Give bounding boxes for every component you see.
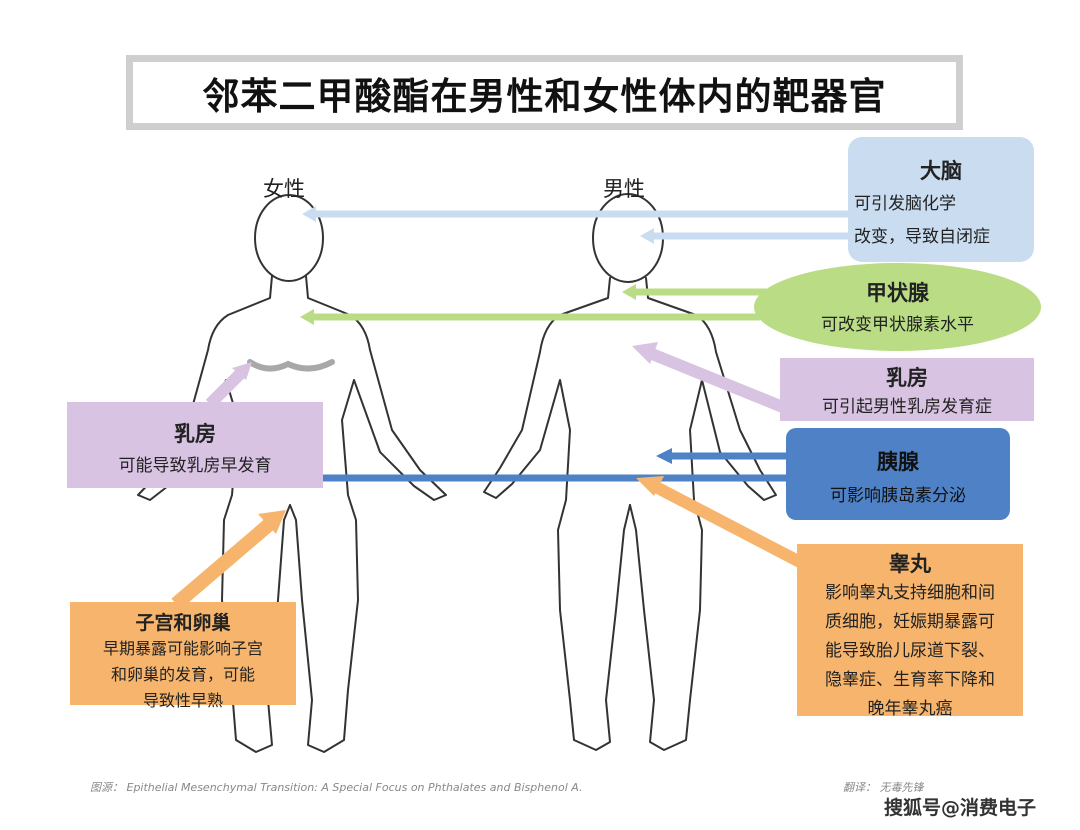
pancreas-heading: 胰腺 bbox=[877, 450, 919, 474]
male-body-outline bbox=[483, 193, 777, 751]
watermark: 搜狐号@消费电子 bbox=[884, 797, 1037, 819]
female-breast-marker bbox=[247, 359, 335, 372]
pancreas-text: 可影响胰岛素分泌 bbox=[830, 486, 966, 506]
brain-callout: 大脑 可引发脑化学 改变，导致自闭症 bbox=[848, 137, 1034, 262]
arrow-breast-male bbox=[632, 342, 793, 416]
uterus-ovary-callout: 子宫和卵巢 早期暴露可能影响子宫 和卵巢的发育，可能 导致性早熟 bbox=[70, 602, 296, 710]
arrow-uterus bbox=[171, 510, 286, 610]
thyroid-text: 可改变甲状腺素水平 bbox=[821, 315, 974, 335]
arrow-brain-female bbox=[302, 206, 850, 222]
female-head bbox=[254, 194, 324, 282]
male-torso-left bbox=[483, 277, 631, 751]
female-label: 女性 bbox=[263, 177, 305, 201]
female-breast-heading: 乳房 bbox=[174, 422, 216, 446]
arrow-pancreas-male bbox=[656, 448, 790, 464]
arrow-brain-male bbox=[640, 228, 850, 244]
uterus-heading: 子宫和卵巢 bbox=[135, 612, 231, 634]
arrow-breast-female bbox=[205, 362, 252, 409]
brain-text-1: 可引发脑化学 bbox=[854, 194, 956, 214]
testes-callout: 睾丸 影响睾丸支持细胞和间 质细胞，妊娠期暴露可 能导致胎儿尿道下裂、 隐睾症、… bbox=[797, 544, 1023, 719]
uterus-text-1: 早期暴露可能影响子宫 bbox=[102, 639, 263, 658]
male-breast-heading: 乳房 bbox=[886, 366, 928, 390]
female-torso-right bbox=[289, 275, 447, 753]
pancreas-callout: 胰腺 可影响胰岛素分泌 bbox=[786, 428, 1010, 520]
uterus-text-3: 导致性早熟 bbox=[142, 691, 223, 710]
male-label: 男性 bbox=[603, 177, 645, 201]
thyroid-callout: 甲状腺 可改变甲状腺素水平 bbox=[754, 263, 1041, 351]
arrow-testes bbox=[636, 476, 803, 568]
male-torso-right bbox=[629, 277, 777, 751]
thyroid-heading: 甲状腺 bbox=[866, 281, 929, 305]
page-title: 邻苯二甲酸酯在男性和女性体内的靶器官 bbox=[133, 62, 956, 123]
brain-heading: 大脑 bbox=[920, 159, 962, 183]
female-breast-text: 可能导致乳房早发育 bbox=[118, 456, 272, 476]
testes-text-1: 影响睾丸支持细胞和间 bbox=[825, 583, 995, 603]
arrow-thyroid-female bbox=[300, 309, 760, 325]
male-breast-callout: 乳房 可引起男性乳房发育症 bbox=[780, 358, 1034, 421]
uterus-text-2: 和卵巢的发育，可能 bbox=[110, 665, 255, 684]
translator-credit: 翻译： 无毒先锋 bbox=[843, 781, 924, 794]
testes-text-2: 质细胞，妊娠期暴露可 bbox=[825, 612, 995, 632]
male-breast-text: 可引起男性乳房发育症 bbox=[822, 397, 992, 417]
testes-text-4: 隐睾症、生育率下降和 bbox=[825, 670, 995, 690]
arrow-thyroid-male bbox=[622, 284, 780, 300]
testes-text-3: 能导致胎儿尿道下裂、 bbox=[825, 641, 995, 661]
female-body-outline bbox=[137, 194, 447, 753]
female-breast-callout: 乳房 可能导致乳房早发育 bbox=[67, 402, 323, 488]
source-citation: 图源： Epithelial Mesenchymal Transition: A… bbox=[90, 781, 583, 794]
testes-heading: 睾丸 bbox=[889, 552, 931, 576]
brain-text-2: 改变，导致自闭症 bbox=[854, 227, 990, 247]
female-torso-left bbox=[137, 275, 291, 753]
title-frame: 邻苯二甲酸酯在男性和女性体内的靶器官 bbox=[126, 55, 963, 130]
testes-text-5: 晚年睾丸癌 bbox=[867, 699, 953, 719]
